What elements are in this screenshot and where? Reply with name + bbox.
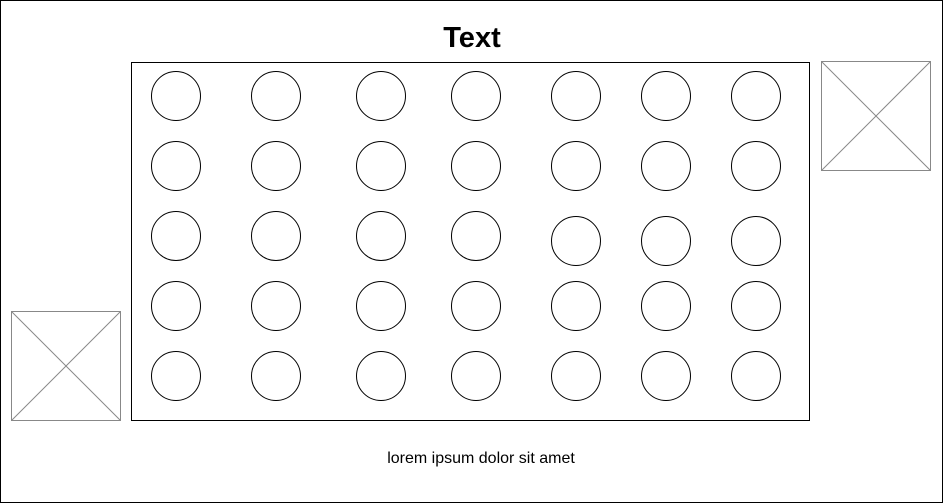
circle-grid-panel <box>131 62 810 421</box>
crossed-box-icon <box>11 311 121 421</box>
page-title: Text <box>443 22 501 54</box>
crossed-box-icon <box>821 61 931 171</box>
image-placeholder-left <box>11 311 121 421</box>
caption-text: lorem ipsum dolor sit amet <box>387 450 575 467</box>
image-placeholder-right <box>821 61 931 171</box>
